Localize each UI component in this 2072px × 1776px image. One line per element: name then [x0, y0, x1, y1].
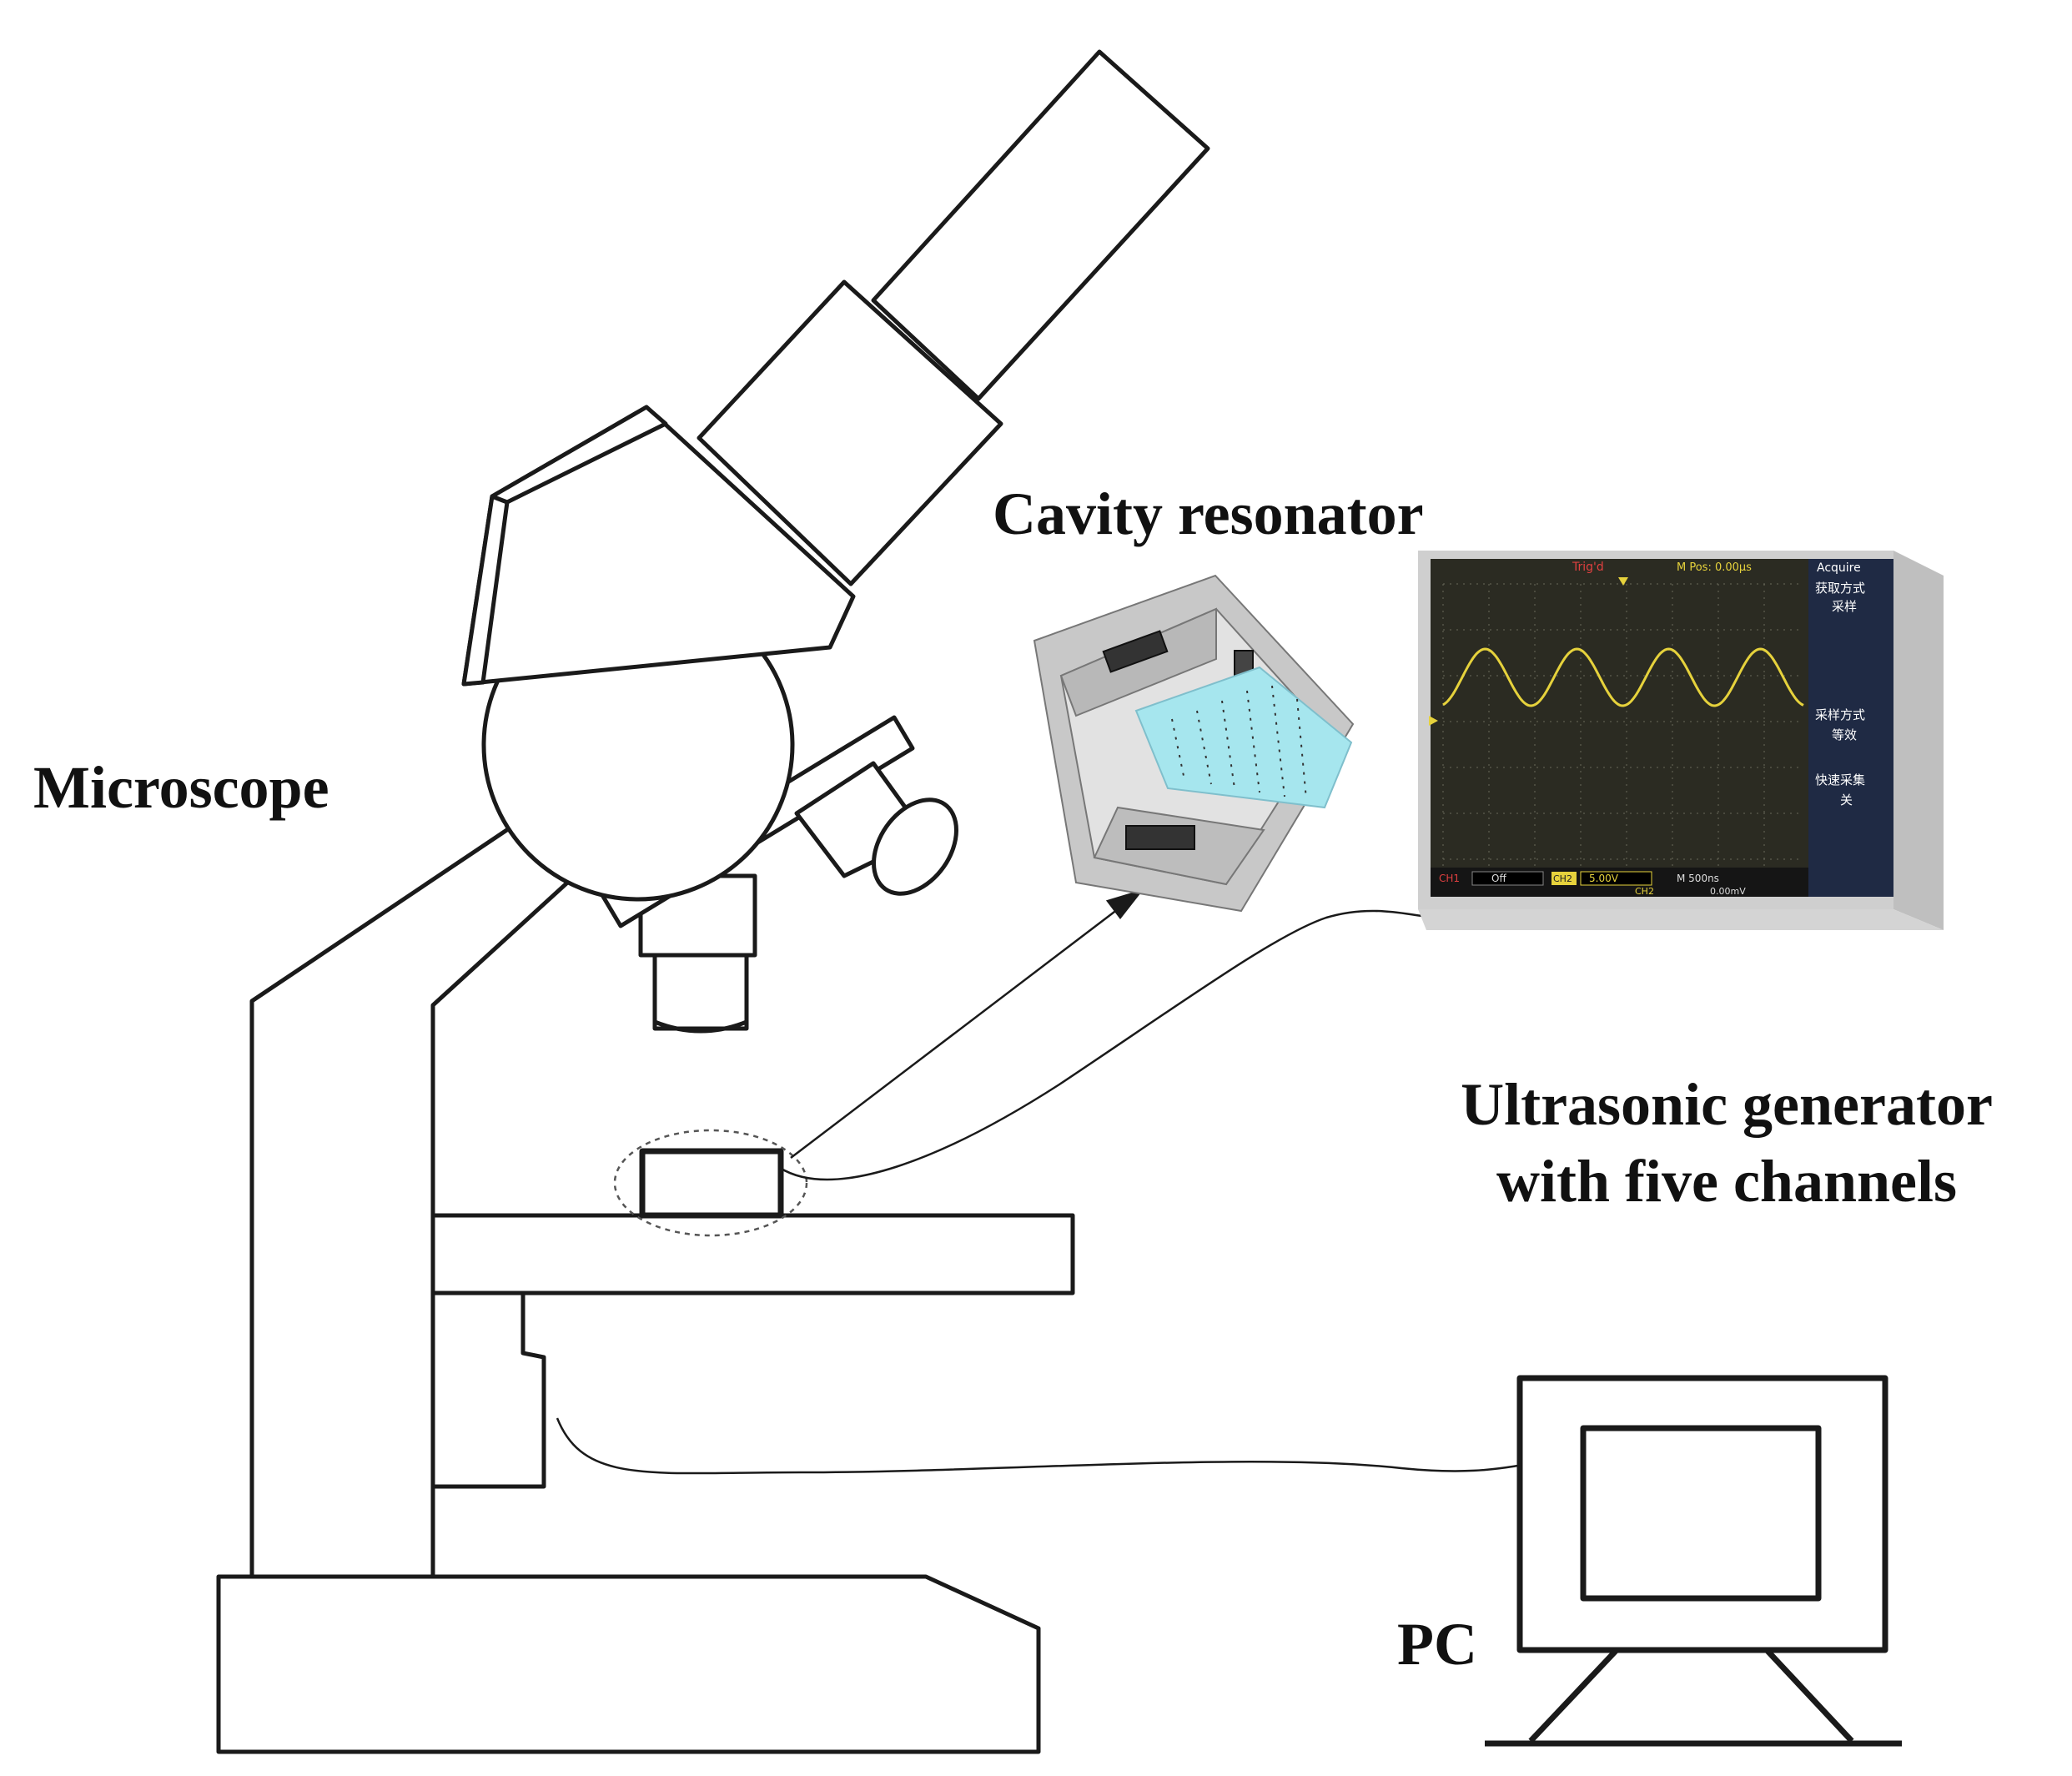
ch2-tag: [1551, 872, 1577, 885]
label-microscope: Microscope: [33, 754, 329, 821]
ch2-value: 5.00V: [1589, 873, 1619, 884]
trigger-marker-top: [1618, 577, 1628, 586]
label-generator-line2: with five channels: [1496, 1148, 1957, 1215]
m-pos-readout: M Pos: 0.00µs: [1677, 561, 1752, 574]
label-cavity-resonator: Cavity resonator: [993, 480, 1424, 547]
channel-marker-left: [1429, 716, 1438, 726]
pc-monitor: [1485, 1375, 1902, 1747]
menu-title: Acquire: [1817, 561, 1861, 575]
cables: [556, 909, 1519, 1475]
stage-bracket: [430, 1290, 546, 1489]
ch1-value: Off: [1491, 873, 1506, 884]
label-generator-line1: Ultrasonic generator: [1461, 1071, 1993, 1138]
trigger-level: 0.00mV: [1710, 886, 1746, 897]
monitor-screen: [1580, 1425, 1822, 1602]
arrow-head: [1105, 888, 1144, 920]
objective-lower-end: [654, 1019, 747, 1034]
menu-item3-label[interactable]: 快速采集: [1815, 772, 1865, 787]
sine-trace: [1442, 647, 1804, 707]
transducer-top: [1102, 630, 1169, 673]
objective-lower-tip: [652, 953, 749, 1031]
menu-item1-value: 采样: [1832, 599, 1857, 614]
microscope-base: [216, 1574, 1041, 1754]
generator-screen: [1431, 559, 1813, 897]
label-pc: PC: [1397, 1611, 1477, 1678]
panel-dot-lines: [1171, 685, 1307, 800]
monitor-stand-left: [1528, 1648, 1619, 1743]
transducer-bottom: [1125, 825, 1195, 850]
sample-highlight: [613, 1129, 808, 1237]
microscope-stage: [430, 1213, 1075, 1296]
screen-grid: [1442, 583, 1802, 868]
trig-status: Trig'd: [1572, 561, 1604, 574]
microscope: [216, 49, 1210, 1754]
ch1-value-box: [1471, 871, 1544, 886]
trigger-channel: CH2: [1635, 886, 1654, 897]
cable-microscope-to-pc: [556, 1417, 1519, 1475]
eyepiece-tube: [871, 49, 1210, 401]
ultrasonic-generator: Trig'd M Pos: 0.00µs Acquire 获取方式 采样 采样方…: [1418, 551, 1944, 930]
generator-bevel-bottom: [1418, 909, 1944, 930]
ch2-value-box: [1580, 871, 1652, 886]
cavity-resonator: [1033, 574, 1355, 913]
microscope-head-lip-top: [490, 405, 668, 505]
menu-item2-label[interactable]: 采样方式: [1815, 707, 1865, 722]
generator-menu-panel: [1808, 559, 1893, 897]
cable-sample-to-generator: [779, 909, 1423, 1181]
sample-chamber: [639, 1148, 784, 1219]
ch2-label: CH2: [1553, 873, 1572, 884]
eyepiece-sleeve: [697, 279, 1003, 586]
monitor-stand-right: [1764, 1648, 1854, 1743]
menu-item2-value: 等效: [1832, 727, 1857, 742]
timebase: M 500ns: [1677, 873, 1719, 884]
menu-item1-label[interactable]: 获取方式: [1815, 581, 1865, 596]
zoom-arrow: [790, 888, 1144, 1159]
ch1-label: CH1: [1439, 873, 1460, 884]
objective-side-tip: [872, 797, 958, 896]
generator-bevel-right: [1893, 551, 1944, 930]
resonator-sample-panel: [1134, 666, 1353, 809]
menu-item3-value: 关: [1840, 792, 1853, 808]
